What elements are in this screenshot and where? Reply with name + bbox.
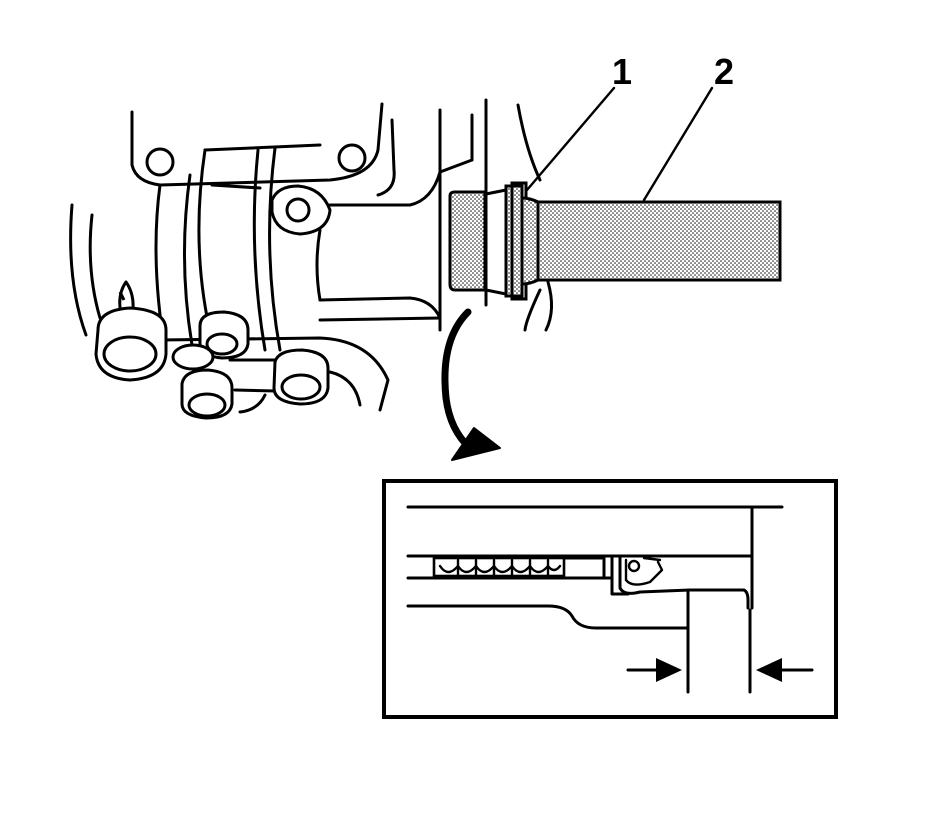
detail-inset <box>382 479 838 719</box>
axle-housing <box>69 102 474 414</box>
callout-1: 1 <box>612 51 632 92</box>
arrow-left-icon <box>756 658 814 682</box>
axle-bore <box>448 190 487 292</box>
curved-arrow-icon <box>441 308 501 461</box>
callout-2: 2 <box>714 51 734 92</box>
arrow-right-icon <box>626 658 682 682</box>
axle-seal <box>504 184 524 298</box>
axle-tube-assembly <box>438 98 782 332</box>
housing-bolt-bosses <box>94 143 367 420</box>
callout-leaders <box>525 86 714 202</box>
axle-shaft <box>520 196 782 286</box>
